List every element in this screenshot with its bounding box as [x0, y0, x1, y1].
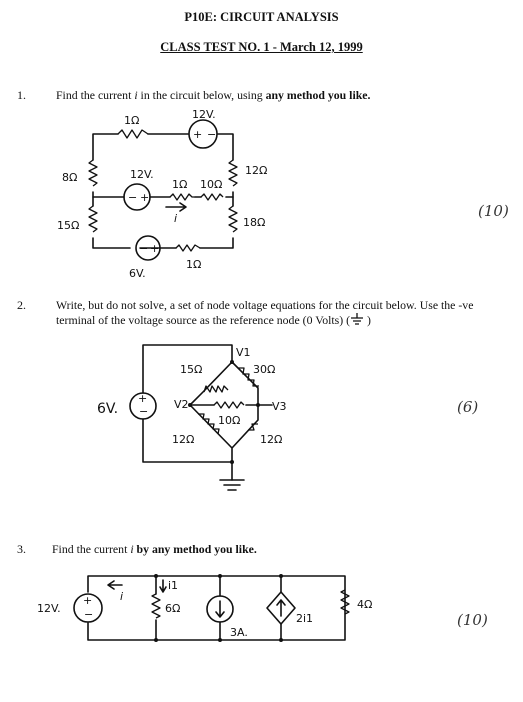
- q3-marks: (10): [457, 611, 488, 629]
- q1-label-current: i: [174, 212, 177, 225]
- q3-text: Find the current i by any method you lik…: [52, 542, 257, 556]
- q2-label-node3: V3: [272, 400, 287, 413]
- q1-label-v-mid: 12V.: [130, 168, 154, 181]
- q2-label-r-mid: 10Ω: [218, 414, 240, 427]
- q1-marks: (10): [478, 202, 509, 220]
- q3-label-r2: 4Ω: [357, 598, 372, 611]
- q2-label-r-top-right: 30Ω: [253, 363, 275, 376]
- q3-label-r1: 6Ω: [165, 602, 180, 615]
- q1-label-r-left-upper: 8Ω: [62, 171, 77, 184]
- svg-text:−: −: [128, 191, 137, 204]
- q1-label-r-top: 1Ω: [124, 114, 139, 127]
- svg-text:+: +: [138, 392, 147, 405]
- q1-label-r-mid1: 1Ω: [172, 178, 187, 191]
- svg-text:+: +: [193, 128, 202, 141]
- q1-label-r-right-upper: 12Ω: [245, 164, 267, 177]
- q3-number: 3.: [17, 542, 26, 556]
- course-title: P10E: CIRCUIT ANALYSIS: [184, 10, 339, 24]
- q1-label-v-bottom: 6V.: [129, 267, 146, 280]
- q2-label-node2: V2: [174, 398, 189, 411]
- q1-label-r-bottom: 1Ω: [186, 258, 201, 271]
- q3-label-branch-current: i1: [168, 579, 178, 592]
- svg-text:+: +: [150, 242, 159, 255]
- svg-text:−: −: [139, 405, 148, 418]
- q1-text: Find the current i in the circuit below,…: [56, 88, 371, 102]
- q1-number: 1.: [17, 88, 26, 102]
- q2-label-r-bot-right: 12Ω: [260, 433, 282, 446]
- q3-label-cs: 3A.: [230, 626, 248, 639]
- svg-text:−: −: [207, 128, 216, 141]
- q2-number: 2.: [17, 298, 26, 312]
- q2-marks: (6): [457, 398, 478, 416]
- q1-label-r-mid2: 10Ω: [200, 178, 222, 191]
- q3-label-current: i: [120, 590, 123, 603]
- svg-text:−: −: [139, 242, 148, 255]
- q1-label-r-right-lower: 18Ω: [243, 216, 265, 229]
- svg-text:+: +: [140, 191, 149, 204]
- q3-label-source: 12V.: [37, 602, 61, 615]
- svg-text:−: −: [84, 608, 93, 621]
- q2-label-source: 6V.: [97, 401, 118, 417]
- q1-label-r-left-lower: 15Ω: [57, 219, 79, 232]
- q2-label-r-bot-left: 12Ω: [172, 433, 194, 446]
- q1-label-v-top: 12V.: [192, 108, 216, 121]
- q2-text: Write, but do not solve, a set of node v…: [56, 298, 474, 327]
- q2-label-node1: V1: [236, 346, 251, 359]
- ground-symbol-inline: [350, 313, 364, 325]
- svg-text:+: +: [83, 594, 92, 607]
- q2-label-r-top-left: 15Ω: [180, 363, 202, 376]
- test-title: CLASS TEST NO. 1 - March 12, 1999: [160, 40, 363, 54]
- q3-label-dep: 2i1: [296, 612, 313, 625]
